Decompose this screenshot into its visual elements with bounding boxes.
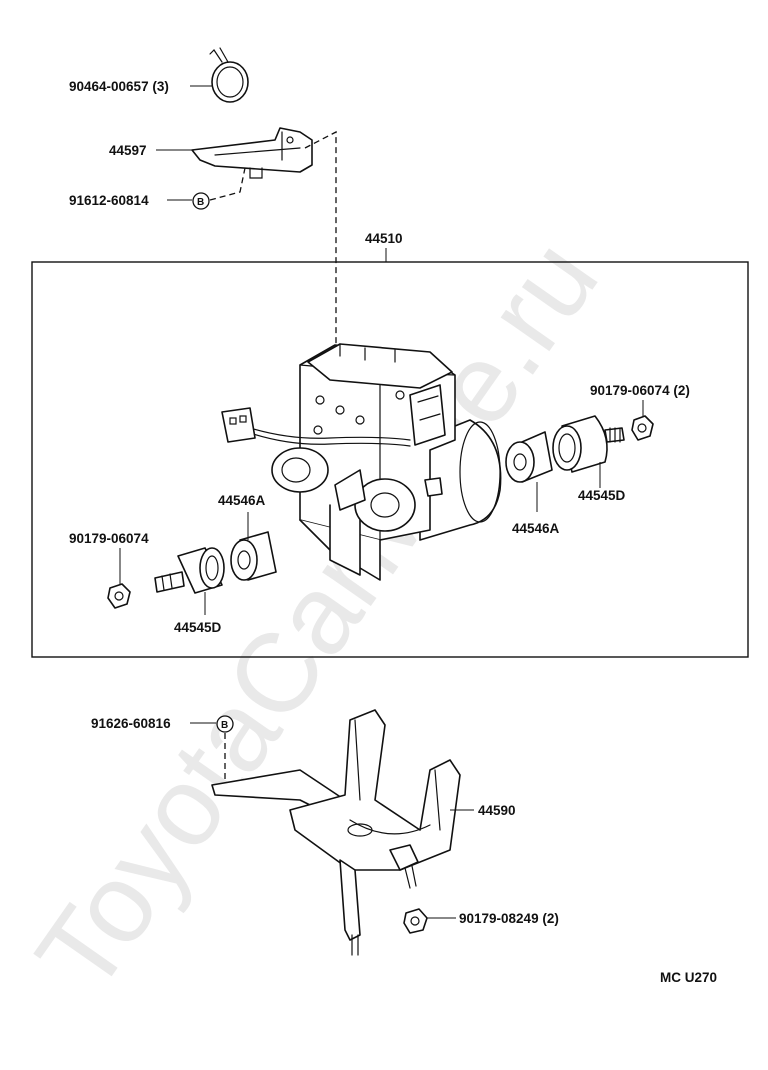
nut-90179-06074-left-drawing	[107, 583, 131, 609]
label-91626-60816: 91626-60816	[91, 716, 171, 731]
svg-text:B: B	[221, 720, 228, 731]
label-44597: 44597	[109, 143, 147, 158]
label-44545d-left: 44545D	[174, 620, 222, 635]
label-90179-06074: 90179-06074	[69, 531, 149, 546]
svg-text:B: B	[197, 197, 204, 208]
label-90179-06074-2: 90179-06074 (2)	[590, 383, 690, 398]
label-90464-00657: 90464-00657 (3)	[69, 79, 169, 94]
hose-clamp-drawing	[209, 47, 249, 103]
assembly-44510-frame	[31, 261, 749, 658]
label-44510: 44510	[365, 231, 403, 246]
bracket-44590-drawing	[211, 709, 461, 956]
cushion-44546a-left-drawing	[230, 531, 277, 581]
bracket-44597-drawing	[191, 127, 313, 179]
b-mark-lower	[216, 715, 234, 733]
label-91612-60814: 91612-60814	[69, 193, 149, 208]
nut-90179-08249-drawing	[403, 908, 428, 934]
cushion-44546a-right-drawing	[505, 431, 553, 483]
holder-44545d-right-drawing	[552, 415, 625, 473]
watermark: ToyotaCarMine.ru	[12, 218, 621, 1014]
nut-90179-06074-right-drawing	[631, 415, 654, 441]
holder-44545d-left-drawing	[154, 547, 225, 594]
label-44545d-right: 44545D	[578, 488, 626, 503]
footer-code: MC U270	[660, 970, 717, 985]
abs-actuator-drawing	[221, 343, 502, 581]
label-44590: 44590	[478, 803, 516, 818]
b-mark-upper	[192, 192, 210, 210]
label-44546a-right: 44546A	[512, 521, 560, 536]
label-90179-08249-2: 90179-08249 (2)	[459, 911, 559, 926]
label-44546a-left: 44546A	[218, 493, 266, 508]
